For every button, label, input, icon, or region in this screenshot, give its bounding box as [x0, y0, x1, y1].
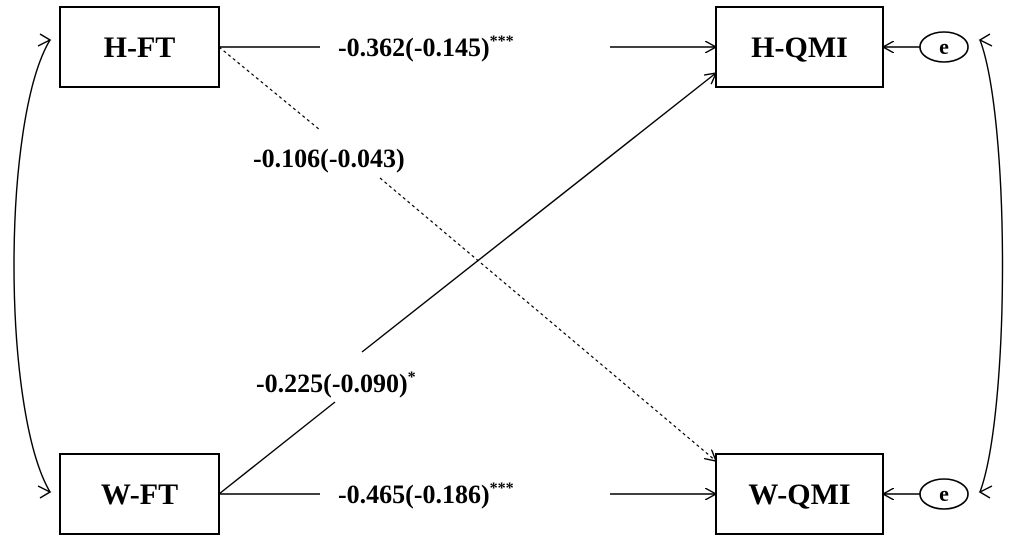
coef-value-wft-wqmi: -0.465(-0.186) — [338, 480, 490, 509]
coef-value-hft-hqmi: -0.362(-0.145) — [338, 33, 490, 62]
covariance-curve-errors — [979, 39, 1004, 493]
coef-value-hft-wqmi: -0.106(-0.043) — [253, 144, 405, 173]
path-hft-wqmi-segment-b — [379, 177, 716, 461]
node-h-qmi: H-QMI — [715, 6, 884, 88]
path-wft-hqmi-segment-a — [218, 401, 336, 495]
coef-label-hft-hqmi: -0.362(-0.145)*** — [338, 33, 514, 62]
coef-label-wft-hqmi: -0.225(-0.090)* — [256, 369, 416, 398]
sig-stars-wft-hqmi: * — [408, 369, 416, 386]
error-term-wqmi-label: e — [939, 481, 949, 506]
path-wft-hqmi-segment-b — [361, 73, 716, 353]
sig-stars-hft-hqmi: *** — [490, 33, 514, 50]
covariance-curve-ft — [13, 39, 51, 493]
coef-label-hft-wqmi: -0.106(-0.043) — [253, 144, 405, 173]
coef-label-wft-wqmi: -0.465(-0.186)*** — [338, 480, 514, 509]
node-w-ft: W-FT — [59, 453, 220, 535]
covariance-arrowhead-bottom — [37, 485, 52, 499]
covariance-arrowhead-err-top — [978, 33, 993, 47]
node-h-ft-label: H-FT — [104, 31, 176, 64]
error-term-wqmi: e — [919, 478, 969, 510]
node-w-ft-label: W-FT — [101, 478, 178, 511]
path-hft-wqmi-segment-a — [218, 46, 321, 131]
error-term-hqmi: e — [919, 31, 969, 63]
sig-stars-wft-wqmi: *** — [490, 480, 514, 497]
coef-value-wft-hqmi: -0.225(-0.090) — [256, 369, 408, 398]
node-w-qmi-label: W-QMI — [748, 478, 850, 511]
node-h-qmi-label: H-QMI — [751, 31, 848, 64]
covariance-arrowhead-top — [37, 33, 52, 47]
node-h-ft: H-FT — [59, 6, 220, 88]
error-term-hqmi-label: e — [939, 34, 949, 59]
node-w-qmi: W-QMI — [715, 453, 884, 535]
covariance-arrowhead-err-bottom — [978, 485, 993, 499]
